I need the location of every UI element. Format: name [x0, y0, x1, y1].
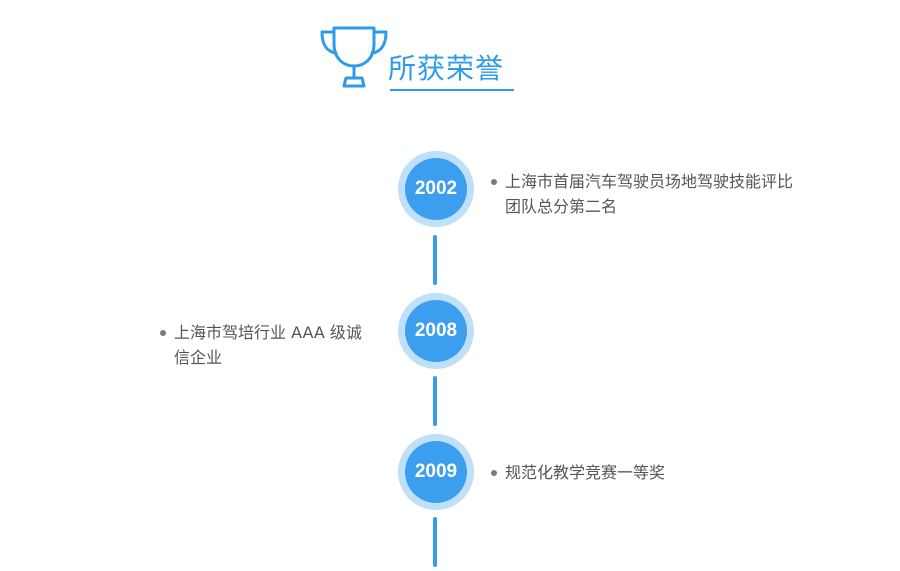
honors-header: 所获荣誉	[318, 22, 538, 96]
year-node-2002: 2002	[398, 151, 474, 227]
timeline-event-2009: 规范化教学竞赛一等奖	[491, 460, 791, 485]
page-title: 所获荣誉	[388, 52, 505, 85]
year-node-2009: 2009	[398, 434, 474, 510]
timeline-connector	[433, 235, 437, 285]
timeline-connector	[433, 376, 437, 426]
event-text: 上海市驾培行业 AAA 级诚信企业	[174, 323, 362, 367]
timeline-connector	[433, 517, 437, 567]
year-label: 2009	[405, 441, 467, 503]
year-label: 2008	[405, 300, 467, 362]
timeline-event-2008: 上海市驾培行业 AAA 级诚信企业	[160, 320, 375, 370]
title-underline	[390, 89, 514, 91]
bullet-dot	[160, 330, 166, 336]
bullet-dot	[491, 179, 497, 185]
trophy-icon	[320, 26, 388, 88]
bullet-dot	[491, 470, 497, 476]
event-text: 上海市首届汽车驾驶员场地驾驶技能评比团队总分第二名	[505, 172, 794, 216]
year-label: 2002	[405, 158, 467, 220]
event-text: 规范化教学竞赛一等奖	[505, 463, 666, 482]
year-node-2008: 2008	[398, 293, 474, 369]
timeline-event-2002: 上海市首届汽车驾驶员场地驾驶技能评比团队总分第二名	[491, 169, 801, 219]
